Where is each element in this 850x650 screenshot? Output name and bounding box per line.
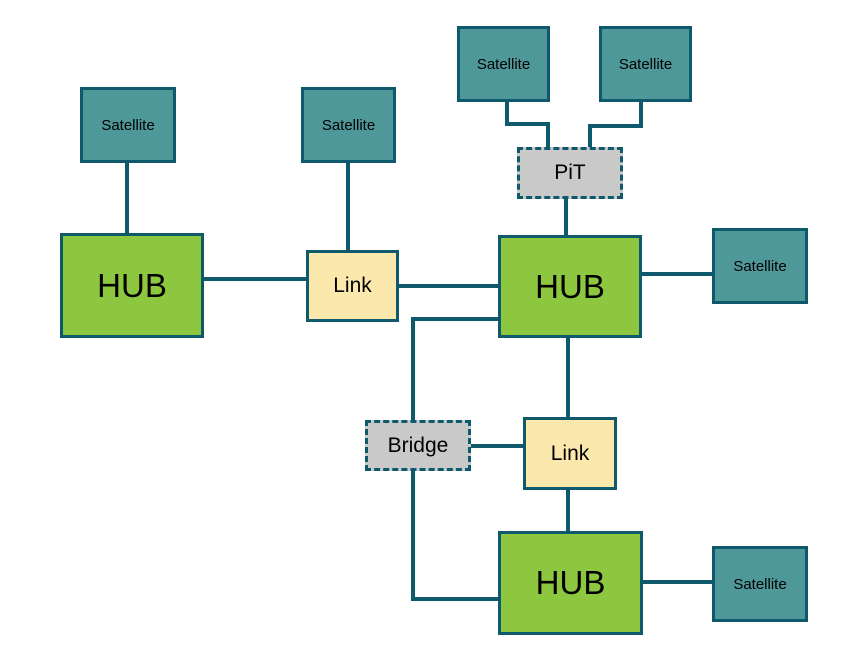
hub-bottom-node: HUB [498,531,643,635]
satellite-top-left-label: Satellite [476,55,531,73]
hub-center-node: HUB [498,235,642,338]
bridge-label: Bridge [387,433,449,457]
hub-left-label: HUB [97,266,167,304]
satellite-right-node: Satellite [712,228,808,304]
satellite-bottom-node: Satellite [712,546,808,622]
satellite-right-label: Satellite [733,257,787,275]
link-bottom-label: Link [550,441,590,465]
satellite-mid-node: Satellite [301,87,396,163]
pit-label: PiT [554,161,586,184]
satellite-bottom-label: Satellite [733,575,787,593]
hub-left-node: HUB [60,233,204,338]
satellite-mid-label: Satellite [321,116,376,134]
satellite-top-left-node: Satellite [457,26,550,102]
edge-satellite-top-right-pit [588,100,643,151]
satellite-top-right-label: Satellite [618,55,673,73]
satellite-left-label: Satellite [101,116,155,134]
link-top-node: Link [306,250,399,322]
hub-center-label: HUB [535,267,605,305]
pit-node: PiT [517,147,623,199]
hub-bottom-label: HUB [535,564,606,601]
satellite-top-right-node: Satellite [599,26,692,102]
link-top-label: Link [333,274,372,297]
link-bottom-node: Link [523,417,617,490]
bridge-node: Bridge [365,420,471,471]
edge-satellite-top-left-pit [505,100,550,151]
satellite-left-node: Satellite [80,87,176,163]
